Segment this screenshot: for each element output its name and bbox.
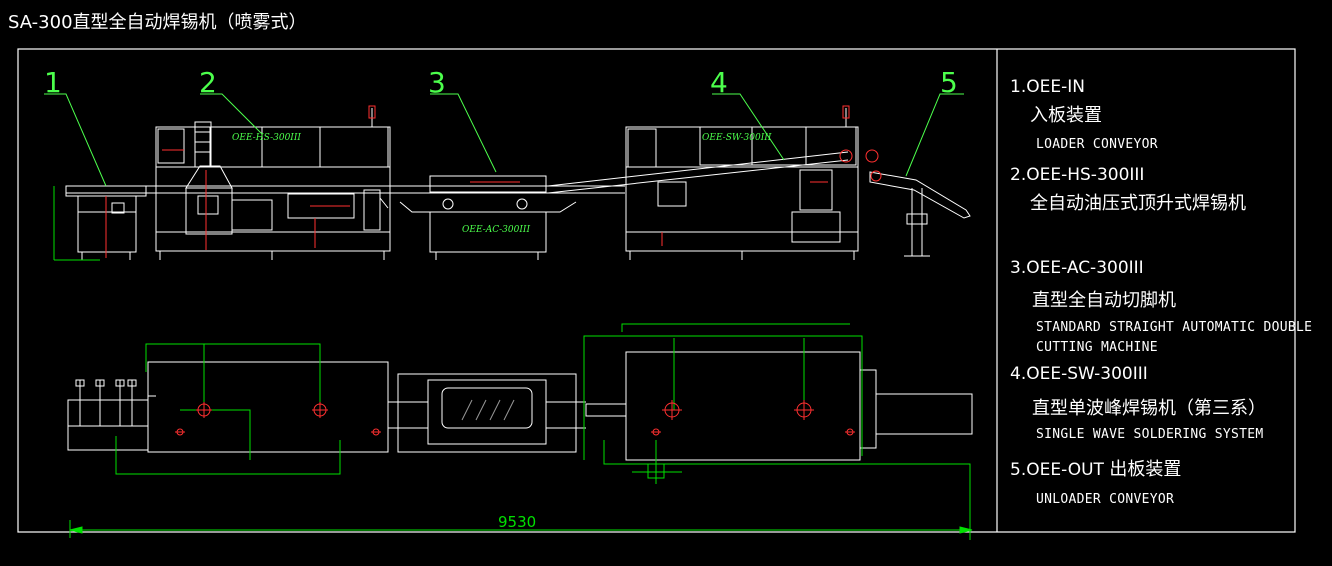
callout-4: 4: [710, 66, 728, 99]
callout-numbers: 1 2 3 4 5: [44, 66, 958, 99]
legend-5-heading: 5.OEE-OUT 出板装置: [1010, 459, 1182, 480]
plan-markers: [175, 400, 855, 436]
ac-label: OEE-AC-300III: [462, 225, 530, 235]
legend-2-heading: 2.OEE-HS-300III: [1010, 165, 1145, 185]
callout-1: 1: [44, 66, 62, 99]
callout-5: 5: [940, 66, 958, 99]
legend-1-cn: 入板装置: [1030, 105, 1102, 126]
callout-3: 3: [428, 66, 446, 99]
sw-label: OEE-SW-300III: [702, 133, 772, 143]
overall-dimension: [69, 520, 973, 538]
callout-leaders: [44, 93, 964, 187]
drawing-frame: [17, 48, 1296, 533]
legend-1-heading: 1.OEE-IN: [1010, 77, 1085, 97]
legend-4-en: SINGLE WAVE SOLDERING SYSTEM: [1036, 427, 1264, 442]
ac-machine-side: [399, 175, 577, 260]
legend-3-cn: 直型全自动切脚机: [1032, 290, 1176, 311]
legend-1-en: LOADER CONVEYOR: [1036, 137, 1158, 152]
unloader-side: [869, 170, 971, 257]
legend-5-en: UNLOADER CONVEYOR: [1036, 492, 1175, 507]
side-elevation: [65, 105, 971, 260]
plan-view: [67, 351, 973, 461]
legend-3-heading: 3.OEE-AC-300III: [1010, 258, 1144, 278]
legend-3-en-1: STANDARD STRAIGHT AUTOMATIC DOUBLE: [1036, 320, 1313, 335]
side-dimension-lines: [53, 186, 100, 261]
legend-5-cn: 出板装置: [1109, 459, 1182, 480]
callout-2: 2: [199, 66, 217, 99]
legend-3-en-2: CUTTING MACHINE: [1036, 340, 1158, 355]
machine-labels: OEE-HS-300III OEE-AC-300III OEE-SW-300II…: [232, 133, 772, 235]
legend-4-heading: 4.OEE-SW-300III: [1010, 364, 1148, 384]
legend-2-cn: 全自动油压式顶升式焊锡机: [1030, 193, 1246, 214]
legend-4-cn: 直型单波峰焊锡机（第三系）: [1032, 398, 1266, 419]
dimension-value: 9530: [498, 513, 536, 531]
plan-hatching: [461, 399, 515, 421]
plan-center-lines: [115, 323, 971, 540]
hs-label: OEE-HS-300III: [232, 133, 301, 143]
sw-machine-side: [625, 105, 879, 260]
drawing-title: SA-300直型全自动焊锡机（喷雾式）: [8, 12, 307, 33]
hs-machine-side: [155, 105, 391, 260]
loader-side: [65, 185, 147, 260]
